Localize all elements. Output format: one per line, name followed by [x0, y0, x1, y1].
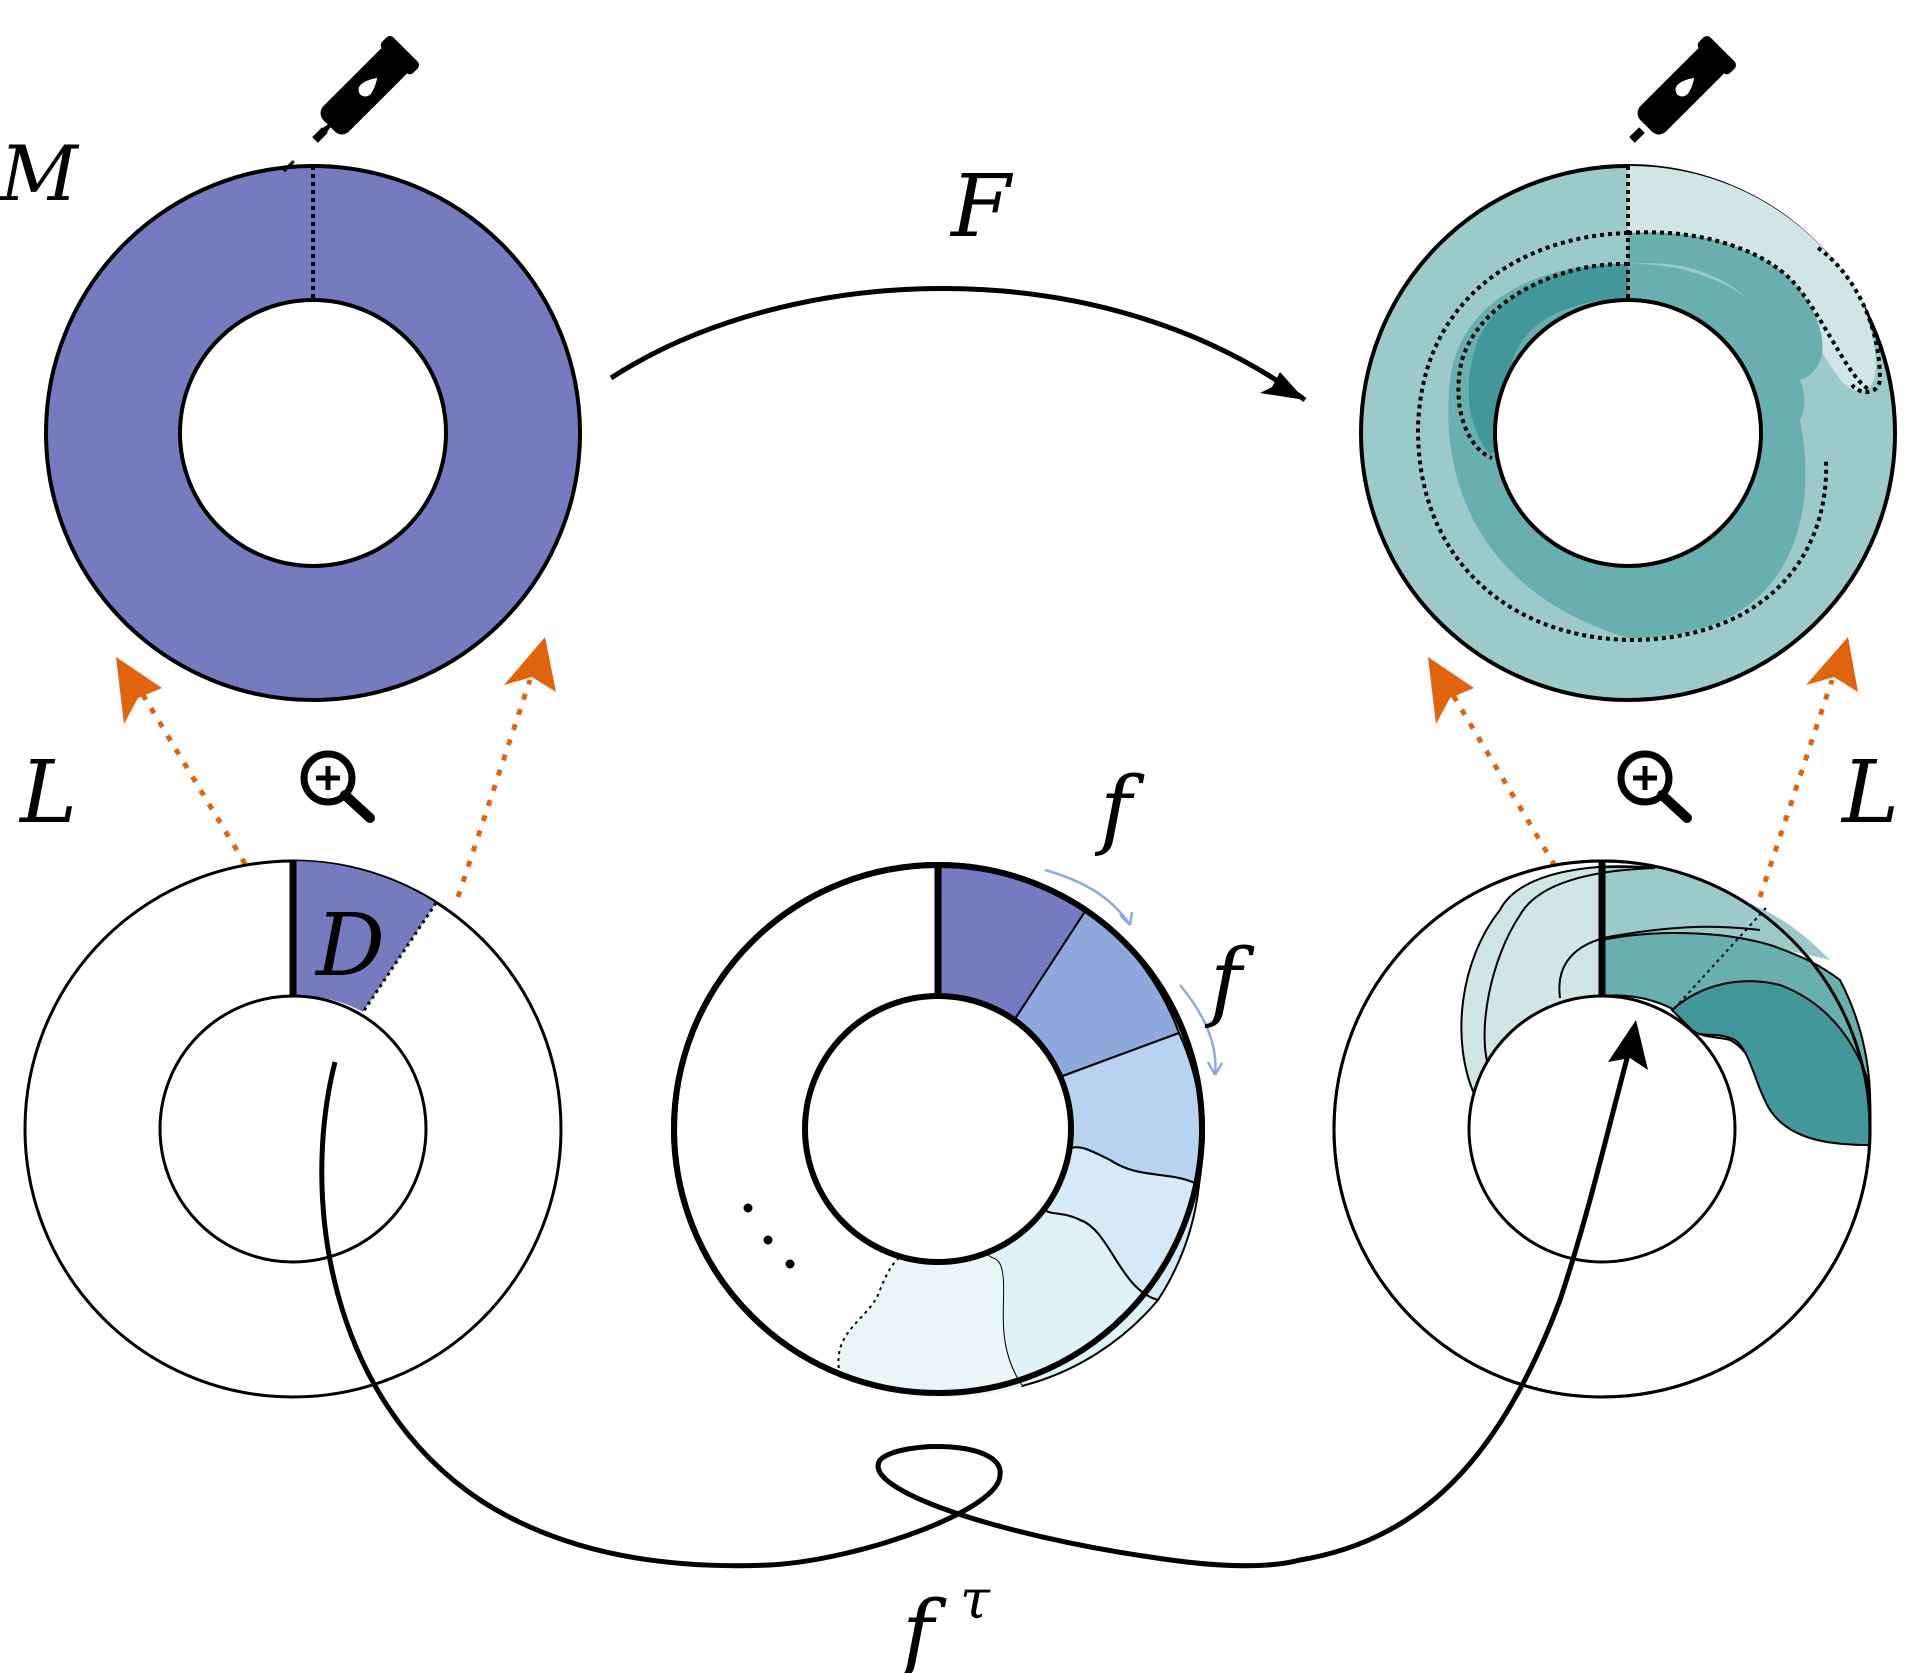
annulus-iterates: [671, 862, 1224, 1398]
zoom-in-icon-left: [300, 750, 375, 823]
annulus-image: [1359, 164, 1897, 702]
label-f-tau: f: [896, 1583, 947, 1673]
orange-arrows: [116, 637, 1858, 907]
path-f-tau-head: [1608, 1020, 1648, 1070]
path-f-tau: [319, 1039, 1635, 1569]
annulus-image-hole: [1493, 298, 1763, 568]
arrow-F: [609, 286, 1307, 403]
annulus-painted: [1332, 859, 1872, 1399]
ink-dropper-icon-left: [282, 36, 419, 173]
label-D: D: [314, 896, 385, 996]
label-L-right: L: [1840, 743, 1899, 843]
label-M: M: [0, 129, 80, 218]
label-f-second: f: [1204, 931, 1255, 1031]
zoom-in-icon-right: [1617, 750, 1692, 823]
annulus-M: [44, 164, 582, 702]
arrow-F-head: [1260, 372, 1305, 400]
annulus-M-hole: [178, 298, 448, 568]
region-D: [293, 861, 436, 1012]
label-f-first: f: [1094, 759, 1145, 859]
ink-dropper-icon-right: [1629, 36, 1736, 143]
annulus-domain-D: [23, 859, 563, 1399]
annulus-image-mid-band-top: [1628, 232, 1823, 380]
label-f-tau-superscript: τ: [960, 1568, 991, 1631]
label-F: F: [949, 157, 1014, 257]
label-L-left: L: [18, 743, 77, 843]
annulus-image-dark-band: [1468, 264, 1628, 455]
ellipsis-dots: [743, 1203, 795, 1269]
